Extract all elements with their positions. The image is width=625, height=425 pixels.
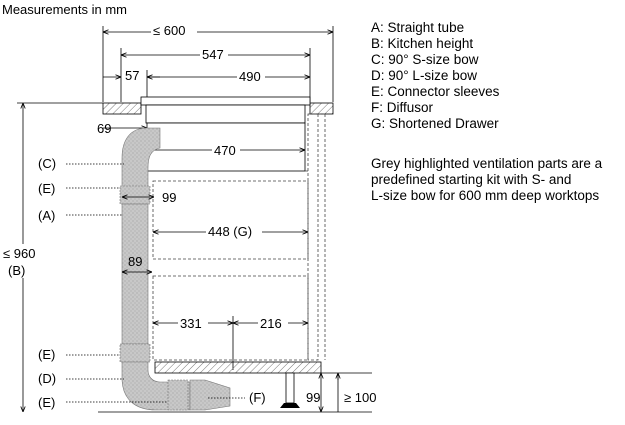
- dim-total-height-ref: (B): [8, 263, 25, 278]
- callout-f: (F): [249, 390, 266, 405]
- dim-total-height: ≤ 960: [3, 246, 35, 261]
- note-line: L-size bow for 600 mm deep worktops: [371, 188, 599, 203]
- dim-drawer-width: 448 (G): [208, 224, 252, 239]
- dim-plinth-min: ≥ 100: [344, 390, 376, 405]
- legend-item: G: Shortened Drawer: [371, 116, 499, 131]
- dim-hob-width: 547: [202, 47, 224, 62]
- callout-c: (C): [38, 156, 56, 171]
- dim-tube-width: 89: [128, 254, 142, 269]
- legend-item: C: 90° S-size bow: [371, 52, 479, 67]
- diagram-title: Measurements in mm: [2, 2, 127, 17]
- legend-item: A: Straight tube: [371, 20, 464, 35]
- legend: A: Straight tube B: Kitchen height C: 90…: [371, 20, 500, 131]
- legend-item: E: Connector sleeves: [371, 84, 500, 99]
- note-line: Grey highlighted ventilation parts are a: [371, 156, 603, 171]
- dim-left-span: 331: [180, 316, 202, 331]
- legend-item: B: Kitchen height: [371, 36, 473, 51]
- callout-e1: (E): [38, 181, 55, 196]
- callout-a: (A): [38, 208, 55, 223]
- plinth: [98, 361, 372, 413]
- note: Grey highlighted ventilation parts are a…: [371, 156, 603, 203]
- note-line: predefined starting kit with S- and: [371, 172, 571, 187]
- dim-inner-width: 470: [214, 143, 236, 158]
- callouts: [66, 163, 245, 403]
- callout-e3: (E): [38, 395, 55, 410]
- callout-e2: (E): [38, 347, 55, 362]
- dim-sleeve: 99: [162, 190, 176, 205]
- dim-overall-width: ≤ 600: [153, 23, 185, 38]
- dim-cutout-width: 490: [239, 69, 261, 84]
- top-dimensions: ≤ 600 547 57 490: [102, 23, 334, 102]
- legend-item: F: Diffusor: [371, 100, 434, 115]
- dim-plinth-height: 99: [306, 390, 320, 405]
- callout-d: (D): [38, 371, 56, 386]
- legend-item: D: 90° L-size bow: [371, 68, 477, 83]
- dim-offset-left: 57: [125, 68, 139, 83]
- cabinet-outline: [152, 113, 326, 361]
- dim-side-offset: 69: [97, 121, 111, 136]
- dim-right-span: 216: [260, 316, 282, 331]
